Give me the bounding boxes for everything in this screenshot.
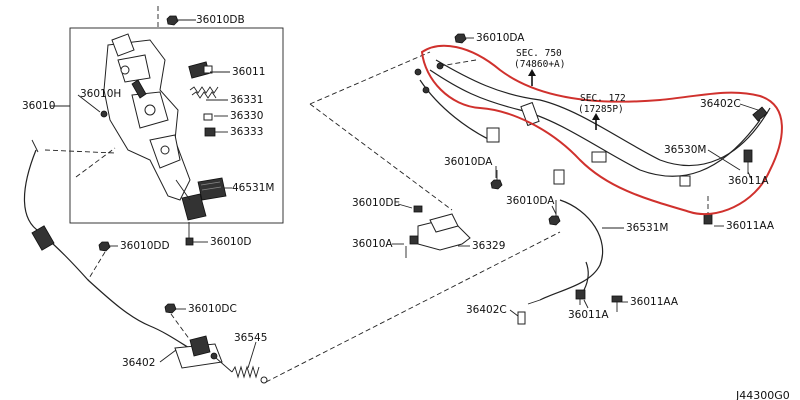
label-36010DE: 36010DE [352,197,400,209]
pedal-pad [175,179,207,221]
sec-750-label: SEC. 750 [516,48,562,59]
label-36545: 36545 [234,332,267,344]
label-36011: 36011 [232,66,265,78]
label-36530M: 36530M [664,144,706,156]
label-36011AA-bottom: 36011AA [630,296,679,308]
label-36010DC: 36010DC [188,303,237,315]
rear-right-fasteners [703,106,768,225]
leader-lines [77,19,759,363]
return-spring [189,86,219,99]
adjuster-spring [215,341,268,384]
pedal-bracket [103,33,191,201]
label-36011A-bottom: 36011A [568,309,609,321]
lower-cable [517,199,623,325]
label-36333: 36333 [230,126,263,138]
diagram-code: J44300G0 [735,389,790,400]
label-46531M: 46531M [232,182,274,194]
cable-clip-dd [87,241,111,281]
label-36329: 36329 [472,240,505,252]
sec-750-ref: (74860+A) [514,59,565,70]
label-36010DB: 36010DB [196,14,245,26]
equalizer-bracket [164,303,223,369]
highlight-outline [420,44,783,216]
brake-switch [188,61,213,79]
label-36010DD: 36010DD [120,240,170,252]
label-36402C-bottom: 36402C [466,304,507,316]
label-36010H: 36010H [80,88,121,100]
label-36010DA-top: 36010DA [476,32,525,44]
rear-nuts [454,33,561,226]
label-36010: 36010 [22,100,55,112]
label-36402: 36402 [122,357,155,369]
label-36010DA-mid: 36010DA [444,156,493,168]
label-36402C-right: 36402C [700,98,741,110]
label-36010A: 36010A [352,238,393,250]
connection-dashes [265,51,561,383]
sec-172-label: SEC. 172 [580,93,626,104]
rear-cable-assembly [414,59,771,187]
label-36331: 36331 [230,94,263,106]
pedal-pad-cover [197,177,227,201]
label-36011AA-right: 36011AA [726,220,775,232]
label-36010DA-low: 36010DA [506,195,555,207]
label-36531M: 36531M [626,222,668,234]
label-36330: 36330 [230,110,263,122]
sec-172-ref: (17285P) [578,104,624,115]
section-arrows [528,69,600,130]
pedal-fasteners [100,15,216,246]
label-36011A-right: 36011A [728,175,769,187]
pedal-assembly-box [50,6,284,224]
mounting-bracket [405,205,471,258]
label-36010D: 36010D [210,236,252,248]
